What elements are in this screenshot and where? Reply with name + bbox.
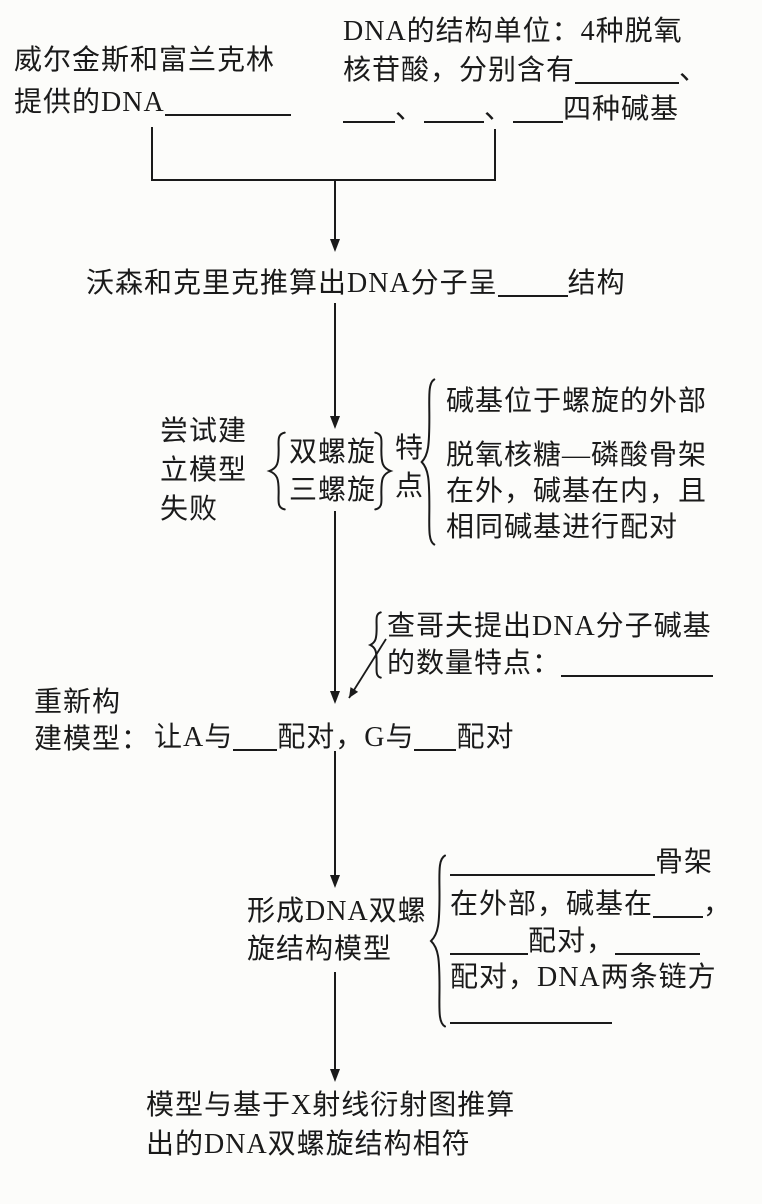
node-conclusion: 模型与基于X射线衍射图推算 出的DNA双螺旋结构相符 [146, 1086, 515, 1164]
text-segment: 提供的DNA [14, 87, 165, 118]
blank-field [615, 925, 701, 955]
node-dna-units: DNA的结构单位：4种脱氧 核苷酸，分别含有、 、、四种碱基 [343, 12, 708, 129]
text-line: 立模型 [160, 455, 248, 486]
text-line: 出的DNA双螺旋结构相符 [146, 1129, 471, 1160]
model-detail-line-3: 配对， [450, 919, 701, 959]
flow-arrow-1-line [334, 179, 336, 240]
text-line: 威尔金斯和富兰克林 [14, 45, 276, 76]
text-line: 双螺旋 [289, 437, 377, 468]
blank-field [343, 93, 395, 123]
text-line: 重新构 [34, 687, 122, 718]
blank-field [497, 267, 568, 297]
node-base-pairing: 让A与 配对，G与 配对 [154, 715, 514, 755]
blank-field [164, 86, 291, 116]
text-line: 点 [395, 471, 425, 502]
model-detail-line-5-blank [450, 994, 612, 1024]
blank-field [450, 846, 655, 876]
flow-arrow-1-head [330, 239, 340, 252]
text-line-with-blank: 、 、 四种碱基 [343, 90, 708, 129]
merge-bracket-bottom-line [151, 179, 496, 181]
text-line: 三螺旋 [289, 475, 377, 506]
node-wilkins-franklin: 威尔金斯和富兰克林 提供的DNA [14, 40, 291, 124]
model-brace [428, 852, 448, 1030]
text-segment: 结构 [567, 268, 626, 299]
text-line: DNA的结构单位：4种脱氧 [343, 16, 683, 47]
text-line: 形成DNA双螺 [247, 896, 427, 927]
node-tedian-label: 特 点 [395, 430, 424, 506]
node-chargaff-note: 查哥夫提出DNA分子碱基 的数量特点： [387, 608, 714, 682]
features-brace [419, 376, 437, 548]
text-segment: 在外部，碱基在 [450, 889, 654, 920]
text-line: 在外，碱基在内，且 [446, 476, 708, 507]
text-segment: 、 [484, 94, 514, 125]
merge-bracket-left-line [151, 127, 153, 179]
text-segment: ， [703, 889, 733, 920]
flow-arrow-4-line [334, 751, 336, 877]
model-detail-line-1: 骨架 [450, 840, 713, 880]
flow-arrow-3-head [330, 691, 340, 704]
feature-paragraph: 脱氧核糖—磷酸骨架 在外，碱基在内，且 相同碱基进行配对 [446, 438, 707, 546]
text-line: 建模型： [34, 724, 151, 755]
text-line: 失败 [160, 494, 219, 525]
flow-arrow-5-line [334, 972, 336, 1071]
model-detail-line-4: 配对，DNA两条链方 [450, 955, 717, 995]
blank-field [450, 925, 528, 955]
feature-line: 碱基位于螺旋的外部 [446, 386, 708, 417]
text-segment: 、 [395, 94, 425, 125]
node-model-label: 形成DNA双螺 旋结构模型 [247, 893, 427, 969]
text-segment: 四种碱基 [563, 94, 680, 125]
merge-bracket-right-line [494, 129, 496, 179]
text-segment: 的数量特点： [387, 648, 562, 679]
blank-field [513, 93, 564, 123]
node-watson-crick: 沃森和克里克推算出DNA分子呈 结构 [86, 261, 626, 301]
node-helix-options: 双螺旋 三螺旋 [289, 434, 376, 510]
text-line-with-blank: 提供的DNA [14, 82, 291, 124]
text-segment: 配对，DNA两条链方 [450, 962, 717, 993]
blank-field [233, 721, 278, 751]
blank-field [414, 721, 457, 751]
text-segment: 配对 [456, 722, 515, 753]
model-detail-line-2: 在外部，碱基在 ， [450, 882, 732, 922]
node-attempt-label: 尝试建 立模型 失败 [160, 412, 247, 529]
text-line: 旋结构模型 [247, 934, 393, 965]
text-line: 脱氧核糖—磷酸骨架 [446, 440, 708, 471]
left-brace [266, 431, 288, 511]
right-brace [372, 431, 394, 511]
blank-field [424, 93, 485, 123]
text-line: 模型与基于X射线衍射图推算 [146, 1090, 516, 1121]
flow-arrow-3-line [334, 511, 336, 693]
text-segment: 配对， [528, 926, 616, 957]
blank-field [561, 647, 714, 677]
text-segment: 沃森和克里克推算出DNA分子呈 [86, 268, 498, 299]
text-line: 尝试建 [160, 416, 248, 447]
blank-field [653, 888, 704, 918]
flow-arrow-4-head [330, 875, 340, 888]
chargaff-pointer-arrow [348, 638, 387, 699]
text-line-with-blank: 核苷酸，分别含有 、 [343, 51, 708, 90]
text-segment: 让A与 [154, 722, 234, 753]
node-rebuild-label: 重新构 建模型： [34, 684, 150, 758]
text-segment: 核苷酸，分别含有 [343, 55, 576, 86]
flow-arrow-5-head [330, 1069, 340, 1082]
text-line-with-blank: 的数量特点： [387, 645, 714, 682]
flow-arrow-2-head [330, 416, 340, 429]
blank-field [575, 54, 680, 84]
text-segment: 、 [679, 55, 709, 86]
text-line: 相同碱基进行配对 [446, 512, 679, 543]
text-segment: 骨架 [655, 847, 714, 878]
chargaff-brace [368, 611, 383, 679]
text-segment: 配对，G与 [277, 722, 415, 753]
text-line: 特 [395, 433, 425, 464]
text-line: 查哥夫提出DNA分子碱基 [387, 611, 712, 642]
flow-arrow-2-line [334, 303, 336, 417]
